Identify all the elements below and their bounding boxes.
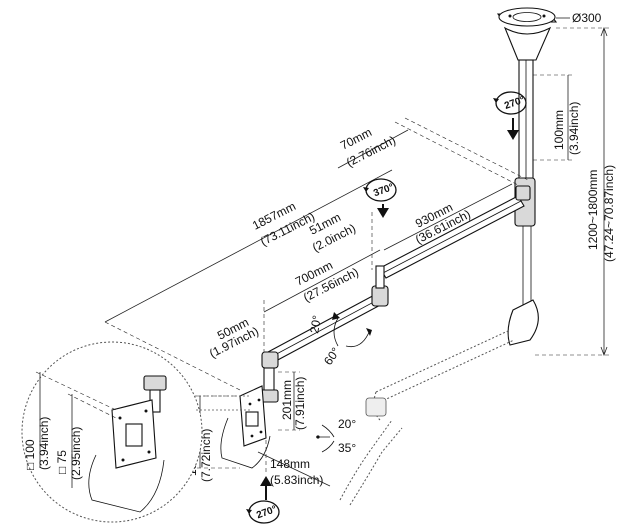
angle-down-label: 60° bbox=[321, 345, 343, 368]
arm1-length-dimension bbox=[383, 183, 513, 251]
arm-width-dimension bbox=[337, 117, 529, 187]
monitor-head bbox=[220, 351, 279, 469]
vesa-100-inch-label: (3.94inch) bbox=[37, 417, 51, 470]
rotation-arrow-bottom-icon bbox=[246, 476, 280, 524]
arm-swing-angle-icon bbox=[332, 312, 372, 348]
head-depth-inch-label: (5.83inch) bbox=[270, 473, 323, 487]
tilt-down-label: 35° bbox=[338, 441, 356, 455]
vesa-plate-detail bbox=[88, 375, 167, 513]
vesa-100-mm-label: □ 100 bbox=[23, 439, 37, 470]
tilt-up-label: 20° bbox=[338, 417, 356, 431]
plate-diameter-label: Ø300 bbox=[572, 11, 602, 25]
tilt-angle-icon bbox=[316, 424, 335, 453]
height-dimension bbox=[535, 26, 612, 357]
vesa-dimensions bbox=[35, 371, 117, 488]
vesa-75-mm-label: □ 75 bbox=[55, 450, 69, 474]
angle-up-label: 20° bbox=[307, 314, 324, 334]
head-depth-mm-label: 148mm bbox=[270, 457, 310, 471]
head-drop-inch-label: (7.91inch) bbox=[293, 377, 307, 430]
ghost-arm-position bbox=[339, 329, 515, 506]
pole-offset-dimension bbox=[533, 74, 575, 161]
head-drop-mm-label: 201mm bbox=[280, 380, 294, 420]
rotation-mid-label: 370° bbox=[372, 182, 395, 199]
rotation-arrow-mid-icon bbox=[363, 178, 397, 218]
rotation-bottom-label: 270° bbox=[255, 504, 278, 521]
rotation-arrow-top-icon bbox=[493, 91, 527, 140]
upper-arm bbox=[379, 185, 531, 279]
head-depth-dimension bbox=[257, 440, 331, 487]
height-range-mm-label: 1200~1800mm bbox=[586, 170, 600, 250]
bracket-height-inch-label: (7.72inch) bbox=[199, 429, 213, 482]
head-drop-dimension bbox=[278, 371, 300, 431]
vertical-pole bbox=[507, 59, 539, 346]
height-range-inch-label: (47.24~70.87inch) bbox=[602, 165, 616, 262]
arm2-length-dimension bbox=[263, 249, 381, 313]
lower-arm bbox=[267, 265, 389, 363]
total-reach-dimension bbox=[104, 169, 393, 391]
pole-offset-mm-label: 100mm bbox=[552, 110, 566, 150]
vesa-75-inch-label: (2.95inch) bbox=[69, 427, 83, 480]
ceiling-plate bbox=[496, 7, 558, 61]
pole-offset-inch-label: (3.94inch) bbox=[567, 102, 581, 155]
